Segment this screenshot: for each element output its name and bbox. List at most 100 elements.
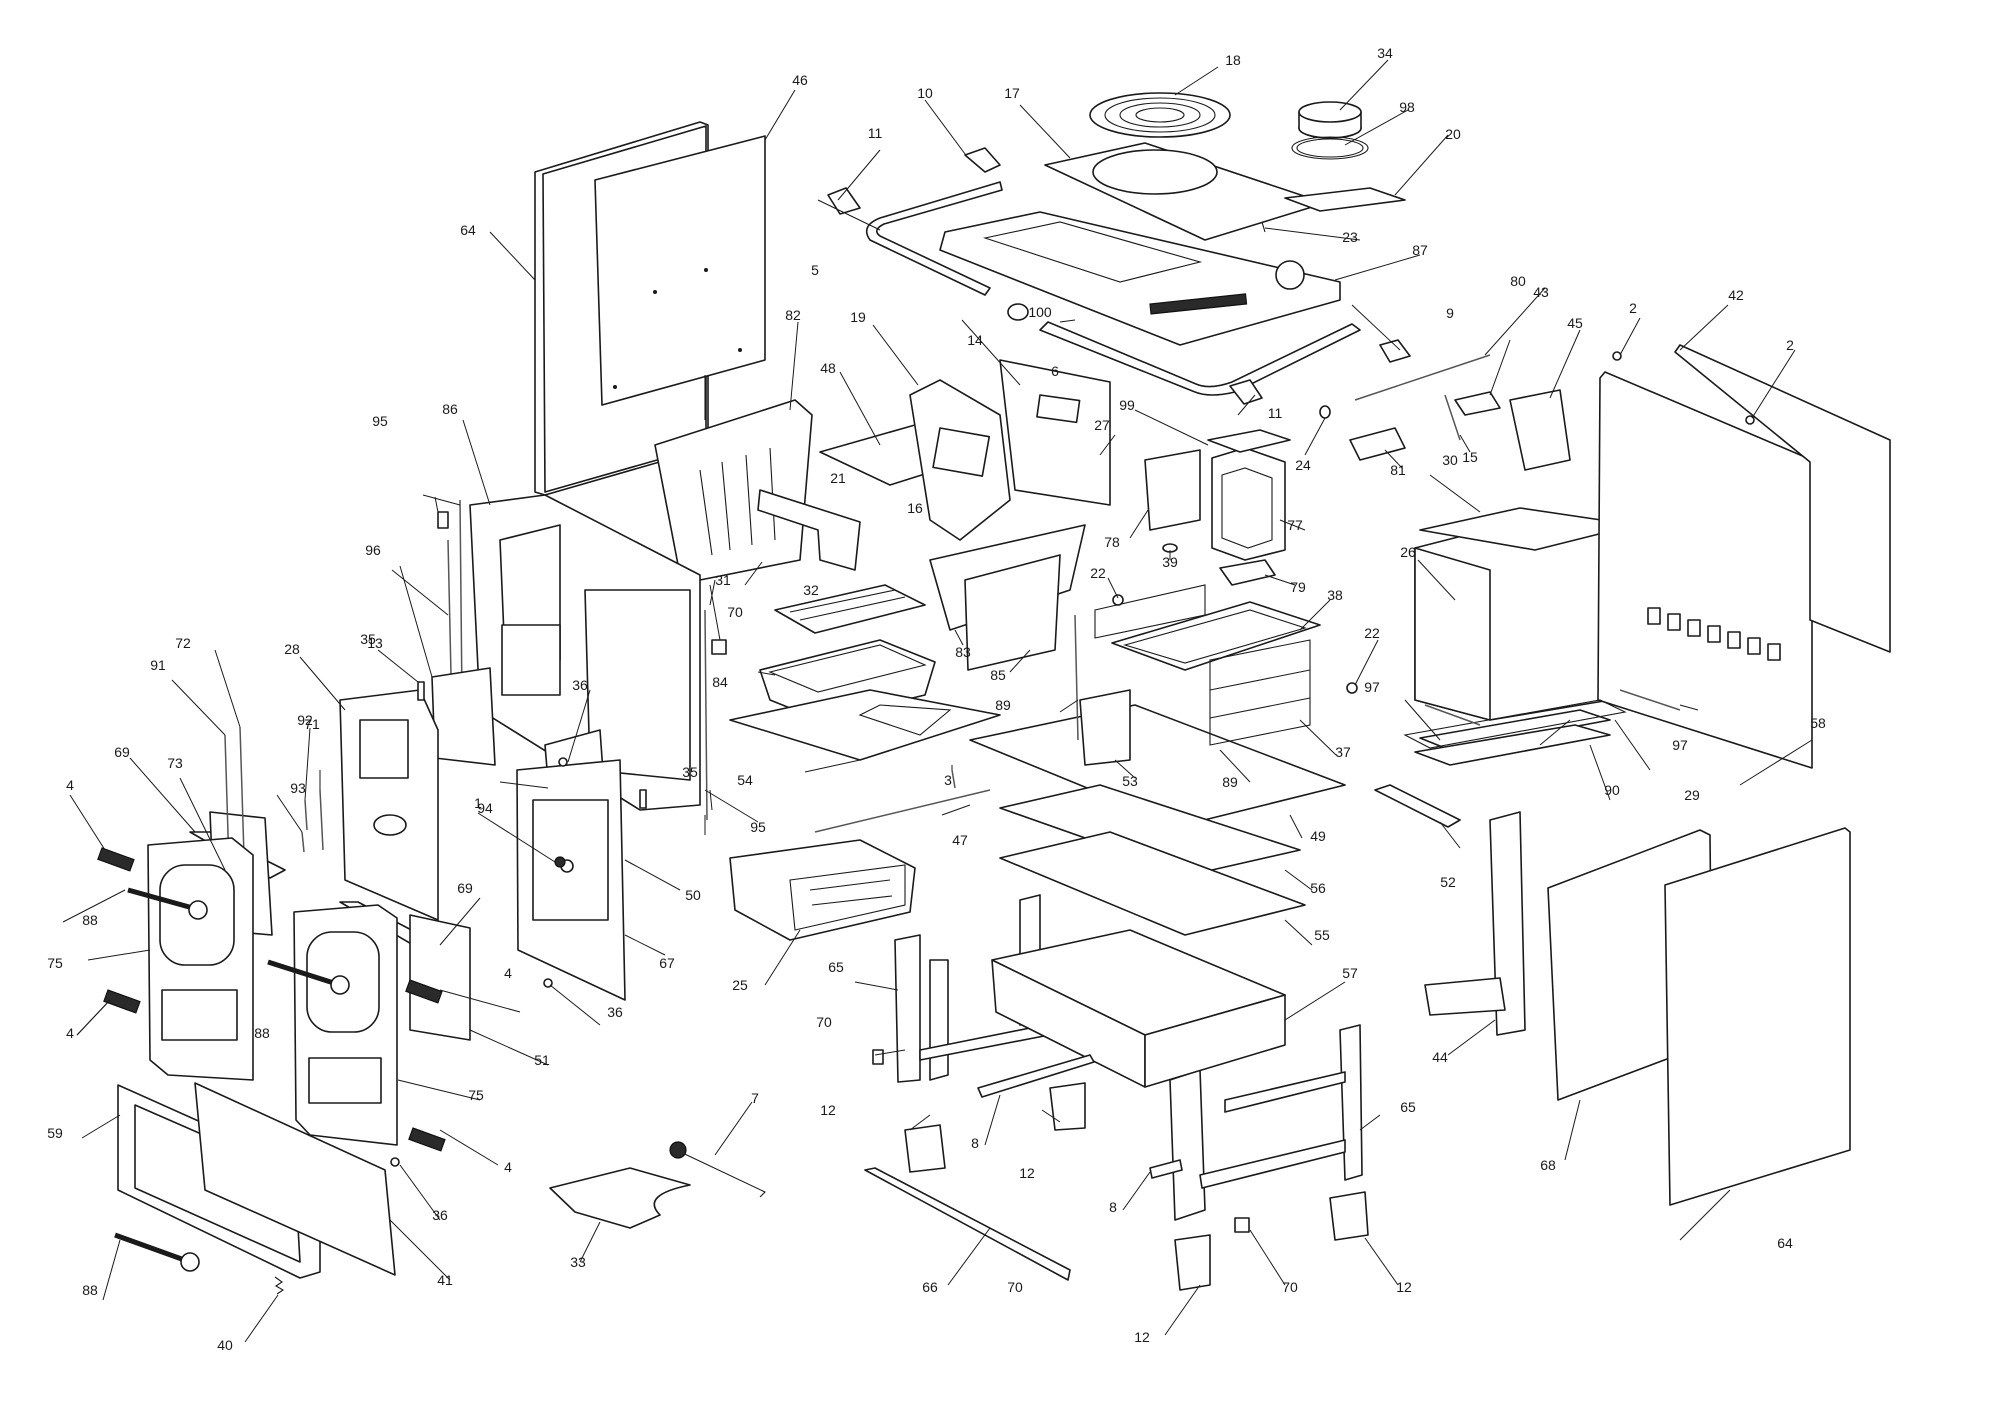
part-88-handle-bottom [114, 1232, 200, 1272]
part-number-label: 8 [1109, 1199, 1117, 1215]
part-number-label: 50 [685, 887, 701, 903]
part-number-label: 29 [1684, 787, 1700, 803]
part-number-label: 82 [785, 307, 801, 323]
part-20-cover-plate [1284, 187, 1406, 212]
part-29-frame [1403, 699, 1627, 749]
part-number-label: 35 [360, 631, 376, 647]
part-52-bracket [1374, 784, 1461, 828]
part-37-oven-rack [1094, 584, 1311, 746]
part-number-label: 18 [1225, 52, 1241, 68]
part-1-knob [554, 856, 566, 868]
part-number-label: 55 [1314, 927, 1330, 943]
part-58-rear-panel [1597, 371, 1813, 769]
part-70-clip-4 [1234, 1217, 1250, 1233]
part-97-strip-left [1424, 704, 1481, 726]
part-number-label: 71 [304, 716, 320, 732]
part-number-label: 16 [907, 500, 923, 516]
part-81-bracket [1349, 427, 1406, 461]
part-number-label: 38 [1327, 587, 1343, 603]
part-number-label: 70 [1282, 1279, 1298, 1295]
part-70-clip-3 [872, 1049, 884, 1065]
part-58-vent-slots [1647, 607, 1781, 661]
part-number-label: 48 [820, 360, 836, 376]
part-number-label: 96 [365, 542, 381, 558]
part-22-nut-left [1112, 594, 1124, 606]
part-number-label: 3 [944, 772, 952, 788]
part-47-rod [814, 789, 991, 833]
part-28-inner-door [339, 689, 439, 921]
part-number-label: 75 [47, 955, 63, 971]
part-4-hinge-3 [405, 979, 443, 1004]
part-number-label: 49 [1310, 828, 1326, 844]
part-89-bar-left [1074, 614, 1079, 741]
part-number-label: 64 [460, 222, 476, 238]
part-number-label: 88 [82, 912, 98, 928]
part-number-label: 69 [114, 744, 130, 760]
part-92-rod [304, 799, 308, 831]
part-35-panel-left [417, 681, 425, 701]
part-number-label: 88 [254, 1025, 270, 1041]
part-number-label: 65 [828, 959, 844, 975]
part-18-cooking-rings [1089, 92, 1231, 138]
part-87-cooktop-frame [939, 211, 1341, 346]
part-66-kick-rail [864, 1167, 1071, 1281]
part-number-label: 2 [1786, 337, 1794, 353]
part-number-label: 98 [1399, 99, 1415, 115]
part-71-rod [319, 789, 324, 851]
part-number-label: 10 [917, 85, 933, 101]
part-number-label: 41 [437, 1272, 453, 1288]
part-21-side-bar [757, 489, 861, 571]
part-number-label: 47 [952, 832, 968, 848]
part-number-label: 15 [1462, 449, 1478, 465]
part-4-hinge-1 [97, 847, 135, 872]
part-number-label: 97 [1672, 737, 1688, 753]
part-number-label: 43 [1533, 284, 1549, 300]
part-12-foot-3 [1174, 1234, 1211, 1291]
part-97-strip-right [1619, 689, 1681, 711]
part-number-label: 86 [442, 401, 458, 417]
part-number-label: 70 [1007, 1279, 1023, 1295]
part-number-label: 78 [1104, 534, 1120, 550]
part-number-label: 30 [1442, 452, 1458, 468]
part-40-spring [274, 1276, 285, 1295]
part-12-foot-1 [904, 1124, 946, 1173]
part-number-label: 64 [1777, 1235, 1793, 1251]
part-number-label: 2 [1629, 300, 1637, 316]
part-number-label: 77 [1287, 517, 1303, 533]
part-79-bracket [1219, 559, 1276, 586]
part-number-label: 42 [1728, 287, 1744, 303]
part-36-screw-3 [390, 1157, 400, 1167]
part-46-inner-panel [594, 135, 766, 420]
part-17-top-plate [1044, 142, 1326, 241]
part-number-label: 94 [477, 800, 493, 816]
part-number-label: 12 [1134, 1329, 1150, 1345]
part-65-side-frame-right [1169, 1024, 1363, 1221]
part-number-label: 4 [66, 777, 74, 793]
part-number-label: 51 [534, 1052, 550, 1068]
part-number-label: 12 [820, 1102, 836, 1118]
part-8-rail-right [1149, 1159, 1183, 1179]
part-51-plate [409, 914, 471, 1041]
part-98-gasket-ring [1291, 136, 1369, 160]
part-number-label: 35 [682, 764, 698, 780]
part-41-drawer-panel [194, 1082, 396, 1276]
part-95-strip-right [704, 609, 708, 821]
part-number-label: 5 [811, 262, 819, 278]
part-88-handle-top [127, 887, 208, 920]
part-number-label: 7 [751, 1090, 759, 1106]
part-number-label: 89 [1222, 774, 1238, 790]
part-4-hinge-2 [103, 989, 141, 1014]
part-number-label: 68 [1540, 1157, 1556, 1173]
part-number-label: 99 [1119, 397, 1135, 413]
part-number-label: 8 [971, 1135, 979, 1151]
part-number-label: 22 [1090, 565, 1106, 581]
part-number-label: 81 [1390, 462, 1406, 478]
part-14-bushing [1007, 303, 1029, 321]
part-number-label: 36 [572, 677, 588, 693]
part-43-bracket [1454, 391, 1501, 416]
part-number-label: 85 [990, 667, 1006, 683]
part-15-pin [1444, 394, 1461, 441]
part-number-label: 26 [1400, 544, 1416, 560]
part-number-label: 4 [66, 1025, 74, 1041]
part-number-label: 52 [1440, 874, 1456, 890]
